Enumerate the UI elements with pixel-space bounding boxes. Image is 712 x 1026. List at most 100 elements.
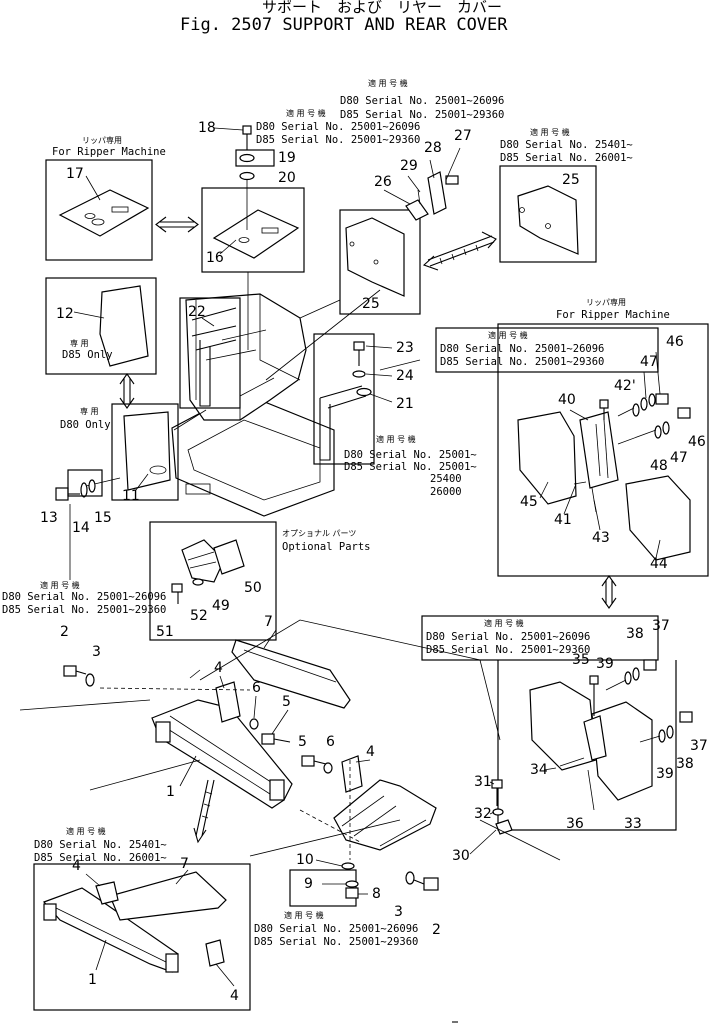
lower-right-serial-line2: D85 Serial No. 25001~29360 [426,644,590,656]
bottom-left-box [33,863,251,1011]
callout-4-c: 4 [72,858,81,874]
callout-25-upper: 25 [562,172,580,188]
callout-2-upper: 2 [60,624,69,640]
callout-29: 29 [400,158,418,174]
d85-only-en: D85 Only [62,349,113,361]
callout-26: 26 [374,174,392,190]
ripper-left-note-en: For Ripper Machine [52,146,166,158]
center-serial-line2: D85 Serial No. 25001~ [344,461,477,473]
callout-45: 45 [520,494,538,510]
callout-8: 8 [372,886,381,902]
callout-31: 31 [474,774,492,790]
callout-36: 36 [566,816,584,832]
double-arrow-17-16 [155,216,199,233]
bolt-13-group [55,469,103,501]
callout-11: 11 [122,488,140,504]
ripper-cover-panel-box: リッパ専用 For Ripper Machine [45,135,166,261]
top-serial-line1: D80 Serial No. 25001~26096 [256,121,420,133]
callout-25-lower: 25 [362,296,380,312]
callout-37-upper: 37 [652,618,670,634]
callout-32: 32 [474,806,492,822]
callout-33: 33 [624,816,642,832]
callout-21: 21 [396,396,414,412]
callout-14: 14 [72,520,90,536]
double-arrow-right [601,575,617,609]
top-right-serial-line2: D85 Serial No. 26001~ [500,152,633,164]
bottom-left-serial-line1: D80 Serial No. 25401~ [34,839,167,851]
support-frame [19,619,561,907]
double-arrow-25 [422,231,497,271]
bottom-center-serial-line2: D85 Serial No. 25001~29360 [254,936,418,948]
callout-2-lower: 2 [432,922,441,938]
support-7 [231,639,351,709]
bottom-left-serial-line2: D85 Serial No. 26001~ [34,852,167,864]
leader-lines [73,127,661,987]
callout-40: 40 [558,392,576,408]
callout-38-lower: 38 [676,756,694,772]
bottom-center-serial-jp: 適 用 号 機 [284,910,324,920]
bracket-36 [583,715,607,761]
optional-en: Optional Parts [282,541,371,553]
top-right-serial-jp: 適 用 号 機 [530,127,570,137]
part-50 [213,539,245,575]
callout-47-lower: 47 [670,450,688,466]
callout-24: 24 [396,368,414,384]
top-serial-jp: 適 用 号 機 [286,108,326,118]
callout-28: 28 [424,140,442,156]
callout-19: 19 [278,150,296,166]
part-49 [181,539,225,583]
cover-25-upper-box [499,165,597,263]
optional-parts-box [149,521,277,641]
cover-plate-16 [212,209,300,259]
lower-right-serial-line1: D80 Serial No. 25001~26096 [426,631,590,643]
callout-38-upper: 38 [626,626,644,642]
lower-right-serial-jp: 適 用 号 機 [484,618,524,628]
bracket-26-29-group [405,171,459,221]
cover-45 [517,411,577,505]
callout-22: 22 [188,304,206,320]
callout-50: 50 [244,580,262,596]
side-cover-22-box [179,297,241,409]
callout-5-b: 5 [298,734,307,750]
callout-13: 13 [40,510,58,526]
cover-16-frame [201,187,305,273]
callout-6-a: 6 [252,680,261,696]
callout-4-d: 4 [230,988,239,1004]
center-serial-line4: 26000 [430,486,462,498]
seat-tower [185,293,307,421]
callout-37-lower: 37 [690,738,708,754]
support-7-alt [109,871,227,921]
bracket-40 [579,411,619,489]
bottom-left-parts [42,871,227,973]
bottom-left-serial-jp: 適 用 号 機 [66,826,106,836]
callout-4-a: 4 [214,660,223,676]
washer-19-box [235,149,275,167]
cover-44 [625,475,691,561]
top-serial-line2: D85 Serial No. 25001~29360 [256,134,420,146]
d85-only-jp: 専 用 [70,338,89,348]
callout-17: 17 [66,166,84,182]
cover-25-upper [517,185,579,255]
callout-34: 34 [530,762,548,778]
top-right-serial-line1: D80 Serial No. 25401~ [500,139,633,151]
lower-right-serial-frame [421,615,659,661]
callout-15: 15 [94,510,112,526]
callout-30: 30 [452,848,470,864]
lower-right-frame [497,660,677,831]
callout-20: 20 [278,170,296,186]
callout-23: 23 [396,340,414,356]
cover-16-box [201,176,305,273]
mid-serial-line1: D80 Serial No. 25001~26096 [340,95,504,107]
callout-46-lower: 46 [688,434,706,450]
callout-10: 10 [296,852,314,868]
right-box-serial-frame [435,327,659,373]
callout-39-upper: 39 [596,656,614,672]
callouts: 18 19 20 17 16 27 28 29 26 25 25 12 22 2… [40,120,708,1004]
callout-7-lower: 7 [180,856,189,872]
callout-4-b: 4 [366,744,375,760]
callout-3-upper: 3 [92,644,101,660]
right-box-serial-line1: D80 Serial No. 25001~26096 [440,343,604,355]
callout-12: 12 [56,306,74,322]
callout-9: 9 [304,876,313,892]
panel-11 [123,411,171,491]
